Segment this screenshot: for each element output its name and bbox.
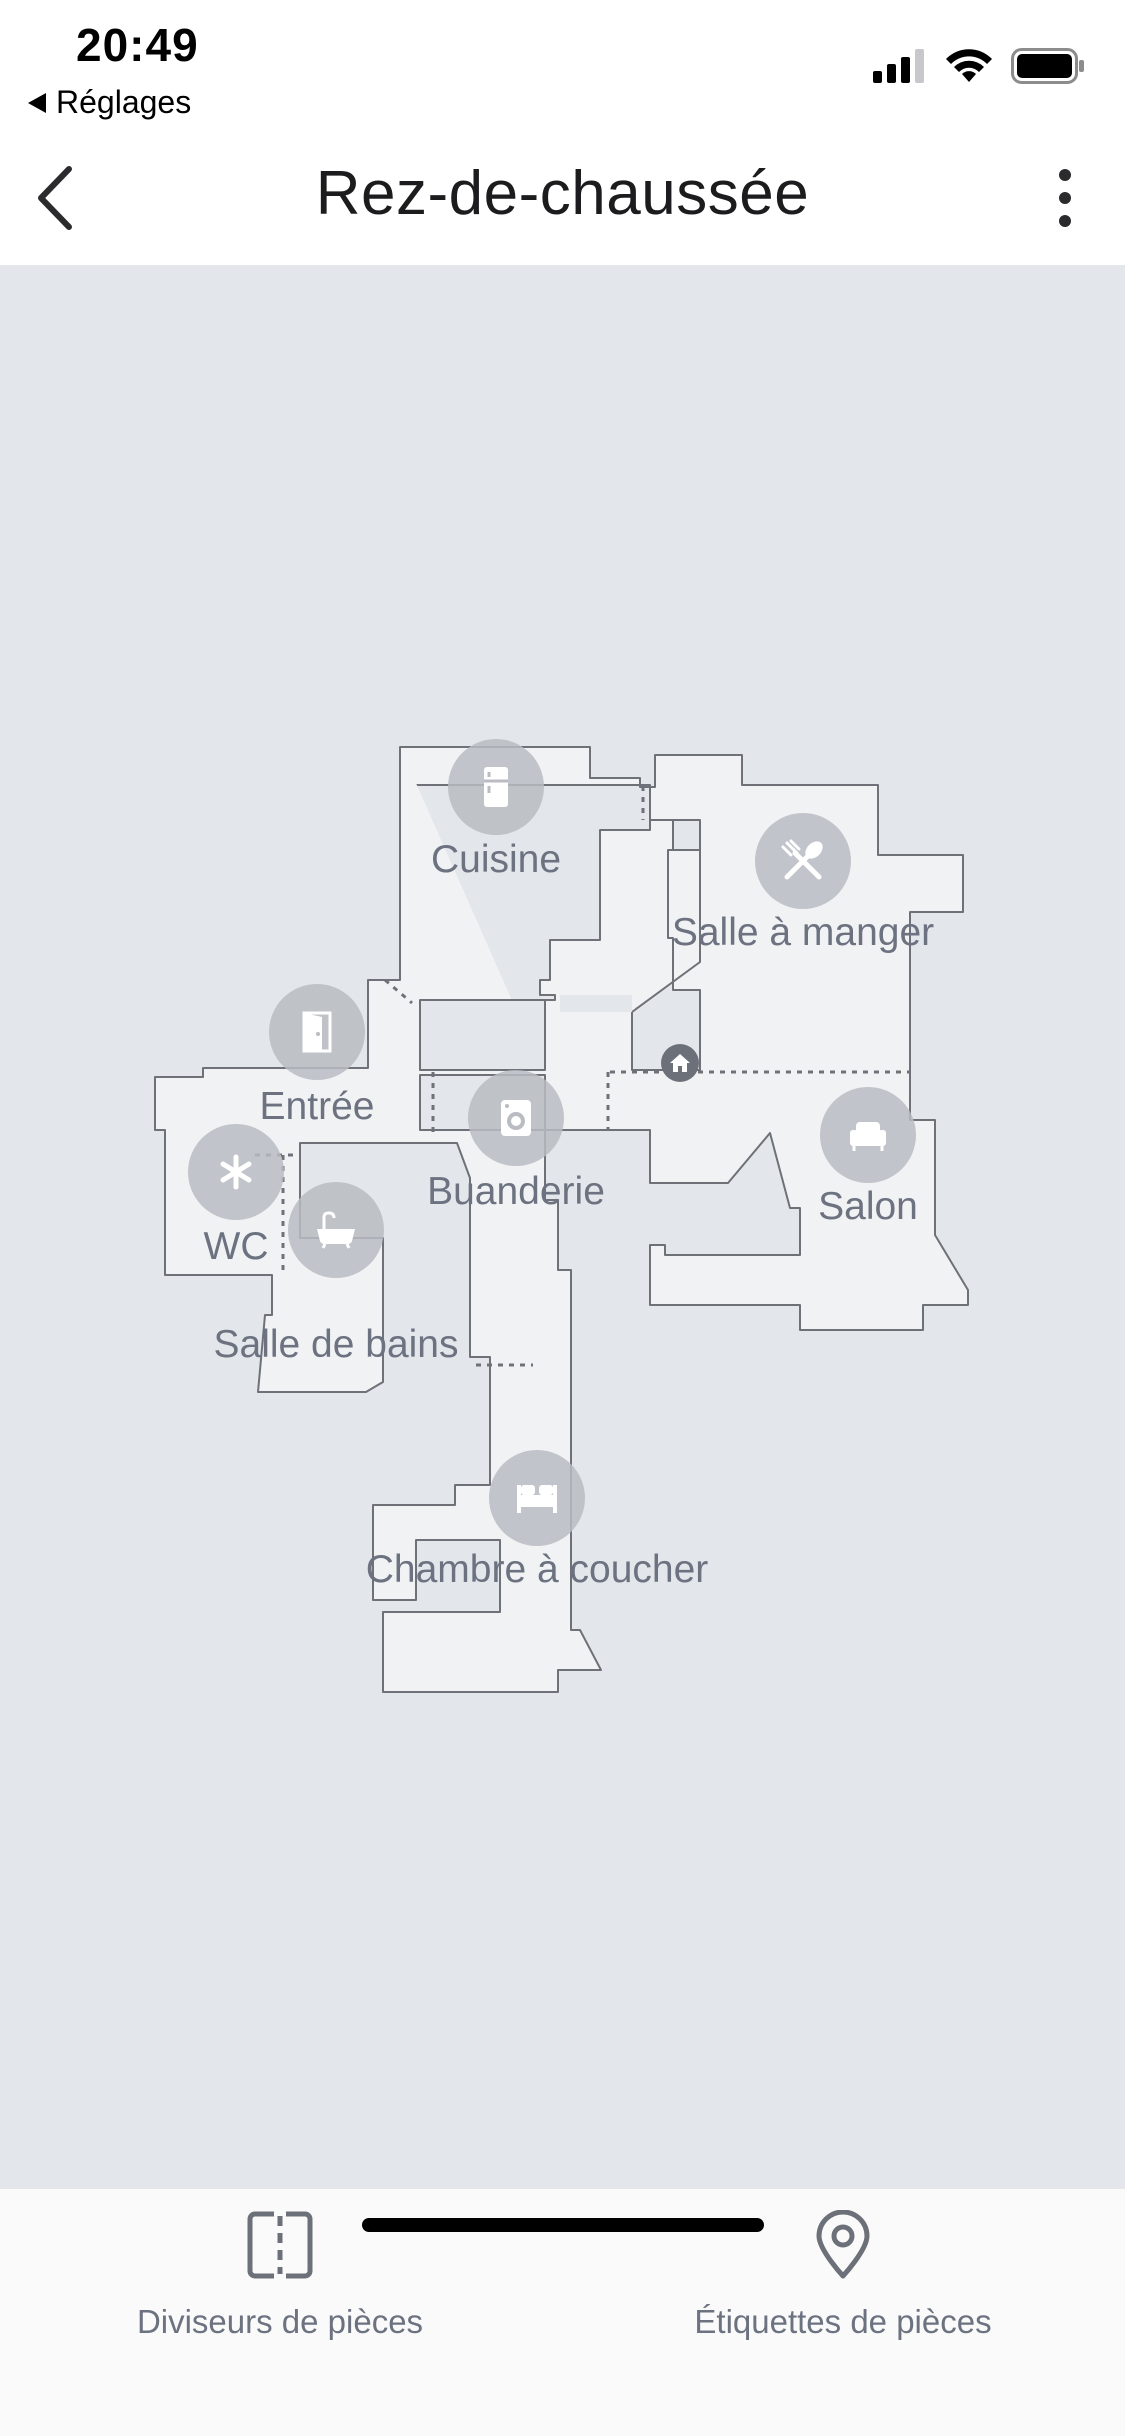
room-icon-entree[interactable] [269, 984, 365, 1080]
more-options-button[interactable] [1035, 160, 1095, 235]
room-icon-salon[interactable] [820, 1087, 916, 1183]
room-icon-chambre[interactable] [489, 1450, 585, 1546]
cutlery-icon [781, 839, 823, 880]
status-back-to-settings[interactable]: Réglages [28, 84, 191, 121]
bathtub-icon [317, 1211, 355, 1249]
room-icon-salle-de-bains[interactable] [288, 1182, 384, 1278]
room-label-wc[interactable]: WC [203, 1225, 269, 1268]
back-button[interactable] [20, 160, 90, 235]
floor-plan-outline [154, 746, 969, 1693]
room-label-salon[interactable]: Salon [818, 1185, 918, 1228]
battery-icon [1011, 48, 1084, 84]
room-label-chambre[interactable]: Chambre à coucher [365, 1548, 709, 1591]
bed-icon [517, 1485, 557, 1513]
wifi-icon [946, 49, 992, 82]
tab-room-labels[interactable]: Étiquettes de pièces [633, 2205, 1053, 2355]
room-icon-cuisine[interactable] [448, 739, 544, 835]
room-icon-wc[interactable] [188, 1124, 284, 1220]
room-icon-salle-a-manger[interactable] [755, 813, 851, 909]
home-base-icon [670, 1054, 690, 1072]
home-indicator[interactable] [362, 2218, 764, 2232]
room-icon-buanderie[interactable] [468, 1070, 564, 1166]
armchair-icon [850, 1122, 886, 1151]
tab-room-dividers[interactable]: Diviseurs de pièces [70, 2205, 490, 2355]
asterisk-icon [220, 1154, 252, 1190]
navigation-bar: Rez-de-chaussée [0, 130, 1125, 265]
room-label-buanderie[interactable]: Buanderie [427, 1170, 605, 1213]
status-icons [873, 48, 1085, 84]
bottom-tab-bar: Diviseurs de pièces Étiquettes de pièces [0, 2187, 1125, 2436]
status-back-label: Réglages [56, 84, 192, 120]
tab-room-labels-label: Étiquettes de pièces [694, 2303, 992, 2340]
room-divider-icon [240, 2205, 320, 2285]
status-bar: 20:49 Réglages [0, 0, 1125, 130]
room-label-salle-de-bains[interactable]: Salle de bains [213, 1323, 459, 1366]
dock-station[interactable] [661, 1044, 699, 1082]
page-title: Rez-de-chaussée [315, 159, 810, 228]
fridge-icon [484, 767, 508, 807]
floor-map[interactable]: Cuisine Salle à manger Entrée Buanderie … [0, 265, 1125, 2187]
room-label-cuisine[interactable]: Cuisine [430, 838, 562, 881]
location-pin-icon [803, 2205, 883, 2285]
door-icon [302, 1011, 332, 1053]
cellular-signal-icon [873, 49, 924, 83]
status-time: 20:49 [76, 19, 199, 71]
room-label-salle-a-manger[interactable]: Salle à manger [671, 911, 935, 954]
more-vertical-icon [1059, 168, 1071, 227]
back-triangle-icon [28, 92, 46, 113]
chevron-left-icon [38, 165, 72, 230]
tab-room-dividers-label: Diviseurs de pièces [136, 2303, 424, 2340]
washing-machine-icon [501, 1100, 531, 1136]
room-label-entree[interactable]: Entrée [259, 1085, 375, 1128]
